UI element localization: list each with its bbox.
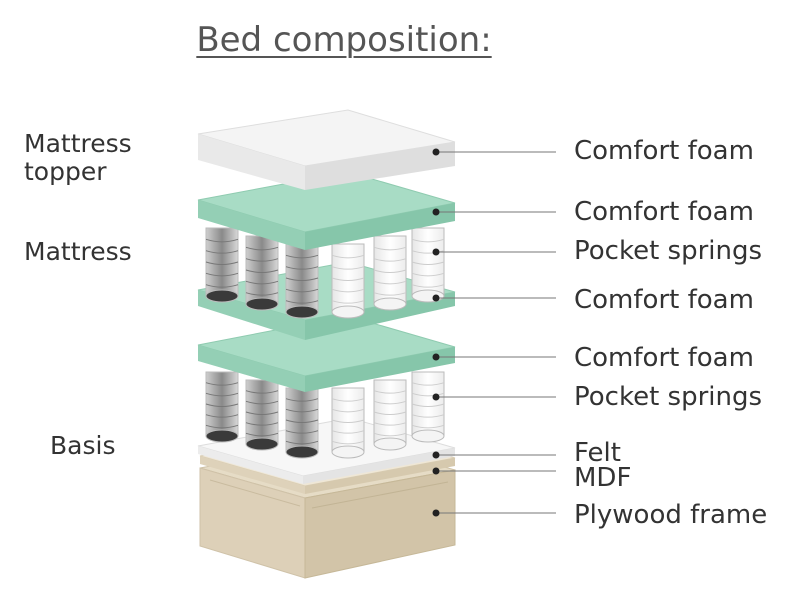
mattress-topper-layer (197, 109, 456, 190)
leader-line (432, 467, 556, 475)
leader-line (432, 248, 556, 256)
leader-line (432, 208, 556, 216)
group-label-mattress: Mattress (24, 237, 132, 266)
leader-line (432, 451, 556, 459)
basis-pocket-springs (205, 371, 445, 459)
layer-label-mattress-bottom-comfort-foam: Comfort foam (574, 285, 754, 315)
spring-coil-light (331, 243, 365, 319)
layer-label-mattress-pocket-springs: Pocket springs (574, 236, 763, 266)
spring-coil-dark (205, 371, 239, 443)
spring-coil-dark (205, 227, 239, 303)
layer-label-felt: Felt (574, 438, 621, 468)
layer-label-plywood-frame: Plywood frame (574, 500, 768, 530)
spring-coil-dark (245, 235, 279, 311)
layer-label-basis-comfort-foam: Comfort foam (574, 343, 754, 373)
spring-coil-dark (245, 379, 279, 451)
group-label-topper: Mattress topper (24, 129, 132, 186)
spring-coil-light (373, 235, 407, 311)
leader-line (432, 393, 556, 401)
mattress-pocket-springs (205, 227, 445, 319)
layer-label-topper-comfort-foam: Comfort foam (574, 136, 754, 166)
leader-line (432, 353, 556, 361)
leader-line (432, 509, 556, 517)
layer-label-basis-pocket-springs: Pocket springs (574, 382, 763, 412)
leader-line (432, 294, 556, 302)
diagram-title: Bed composition: (196, 20, 492, 60)
spring-coil-light (373, 379, 407, 451)
spring-coil-light (411, 371, 445, 443)
group-label-basis: Basis (50, 431, 116, 460)
spring-coil-light (331, 387, 365, 459)
spring-coil-light (411, 227, 445, 303)
leader-lines (432, 148, 556, 517)
leader-line (432, 148, 556, 156)
layer-label-mdf: MDF (574, 463, 632, 493)
spring-coil-dark (285, 243, 319, 319)
spring-coil-dark (285, 387, 319, 459)
layer-label-mattress-top-comfort-foam: Comfort foam (574, 197, 754, 227)
